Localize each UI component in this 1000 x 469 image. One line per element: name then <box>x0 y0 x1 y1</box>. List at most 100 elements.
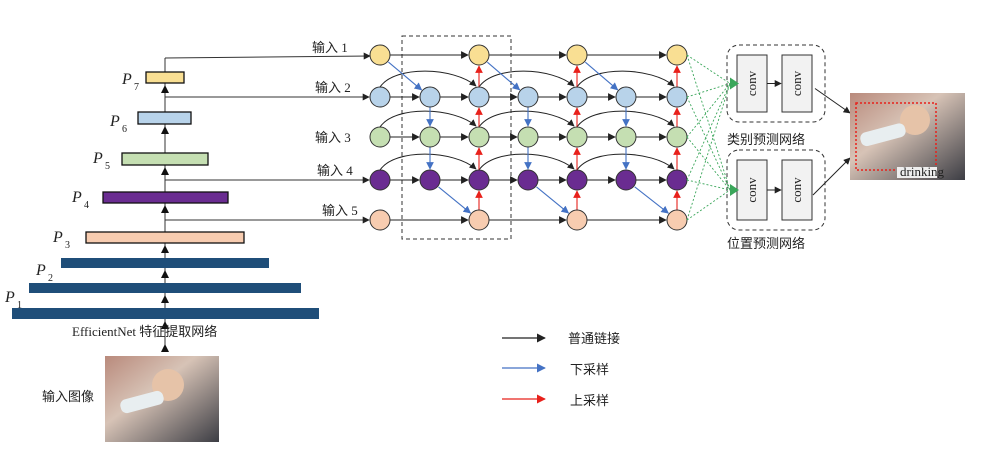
detection-box <box>855 102 937 171</box>
level-subscript: 5 <box>105 161 110 172</box>
fusion-link <box>686 54 731 84</box>
input-label-2: 输入 2 <box>315 80 351 95</box>
class-head-conv-2 <box>781 54 813 113</box>
legend-label-down: 下采样 <box>570 362 609 377</box>
prediction-heads: conv conv conv conv drinking <box>686 44 965 231</box>
level-subscript: 6 <box>122 124 127 135</box>
node-r1-c7 <box>666 44 688 66</box>
node-r5-c1 <box>369 209 391 231</box>
skip-link <box>379 70 477 88</box>
node-r1-c1 <box>369 44 391 66</box>
bottle-shape <box>860 123 906 147</box>
output-image: drinking <box>850 93 965 180</box>
fusion-link <box>686 83 731 98</box>
input-label-3: 输入 3 <box>315 130 351 145</box>
level-subscript: 4 <box>84 200 89 211</box>
output-arrow <box>812 157 851 196</box>
conv-label: conv <box>744 177 759 203</box>
box-head-conv-1 <box>736 159 768 221</box>
bifpn-network <box>164 35 688 240</box>
skip-link <box>379 153 477 171</box>
class-head-box <box>726 44 826 123</box>
node-r3-c3 <box>468 126 490 148</box>
legend-label-up: 上采样 <box>570 393 609 408</box>
level-subscript: 7 <box>134 82 139 93</box>
up-arrow-icon <box>161 295 169 303</box>
class-head-conv-1 <box>736 54 768 113</box>
node-r1-c5 <box>566 44 588 66</box>
node-r2-c5 <box>566 86 588 108</box>
node-r2-c2 <box>419 86 441 108</box>
node-r4-c4 <box>517 169 539 191</box>
fuse-icon <box>730 184 739 196</box>
output-arrow <box>814 88 851 114</box>
node-r2-c3 <box>468 86 490 108</box>
node-r4-c1 <box>369 169 391 191</box>
node-r5-c5 <box>566 209 588 231</box>
box-head-conv-2 <box>781 159 813 221</box>
conv-label: conv <box>789 177 804 203</box>
skip-link <box>576 70 675 88</box>
feature-level-4 <box>102 191 229 204</box>
fusion-link <box>686 83 731 138</box>
feature-level-3 <box>85 231 245 244</box>
node-r3-c7 <box>666 126 688 148</box>
fusion-link <box>686 96 731 191</box>
level-label-p6: P <box>109 113 120 130</box>
bottle-shape <box>120 390 164 414</box>
downsample-link <box>536 186 570 214</box>
class-head-label: 类别预测网络 <box>727 132 805 147</box>
downsample-link <box>388 61 423 91</box>
up-arrow-icon <box>161 270 169 278</box>
node-r5-c7 <box>666 209 688 231</box>
feature-level-5 <box>121 152 209 166</box>
level-subscript: 3 <box>65 240 70 251</box>
node-r4-c5 <box>566 169 588 191</box>
node-r2-c7 <box>666 86 688 108</box>
legend-label-normal: 普通链接 <box>568 331 620 346</box>
downsample-link <box>438 186 472 214</box>
feature-level-1 <box>12 308 319 319</box>
legend <box>502 333 546 404</box>
skip-link <box>478 153 575 171</box>
fusion-link <box>686 83 731 181</box>
face-shape <box>900 105 930 135</box>
fusion-link <box>686 189 731 221</box>
up-arrow-icon <box>161 245 169 253</box>
input-label-1: 输入 1 <box>312 40 348 55</box>
up-arrow-icon <box>161 85 169 93</box>
downsample-link <box>584 61 619 91</box>
downsample-link <box>634 186 669 214</box>
node-r5-c3 <box>468 209 490 231</box>
input-image <box>105 356 219 442</box>
feature-level-2 <box>29 283 301 293</box>
conv-label: conv <box>789 70 804 96</box>
feature-level-6 <box>137 111 192 125</box>
feature-level-x <box>61 258 269 268</box>
detection-label-bg <box>897 167 937 178</box>
downsample-link <box>486 61 521 91</box>
level-label-p4: P <box>71 189 82 206</box>
node-r3-c5 <box>566 126 588 148</box>
node-r3-c6 <box>615 126 637 148</box>
skip-link <box>478 70 575 88</box>
level-label-p2: P <box>35 262 46 279</box>
fusion-link <box>686 83 731 221</box>
backbone-name: EfficientNet 特征提取网络 <box>72 324 217 339</box>
up-arrow-icon <box>161 167 169 175</box>
conv-label: conv <box>744 70 759 96</box>
box-head-label: 位置预测网络 <box>727 236 805 251</box>
node-r4-c7 <box>666 169 688 191</box>
node-r4-c6 <box>615 169 637 191</box>
up-arrow-icon <box>161 205 169 213</box>
node-r4-c3 <box>468 169 490 191</box>
up-arrow-icon <box>161 344 169 352</box>
skip-link <box>576 153 675 171</box>
box-head-box <box>726 149 826 231</box>
level-label-p3: P <box>52 229 63 246</box>
level-label-p5: P <box>92 150 103 167</box>
node-r3-c2 <box>419 126 441 148</box>
input-label-5: 输入 5 <box>322 203 358 218</box>
